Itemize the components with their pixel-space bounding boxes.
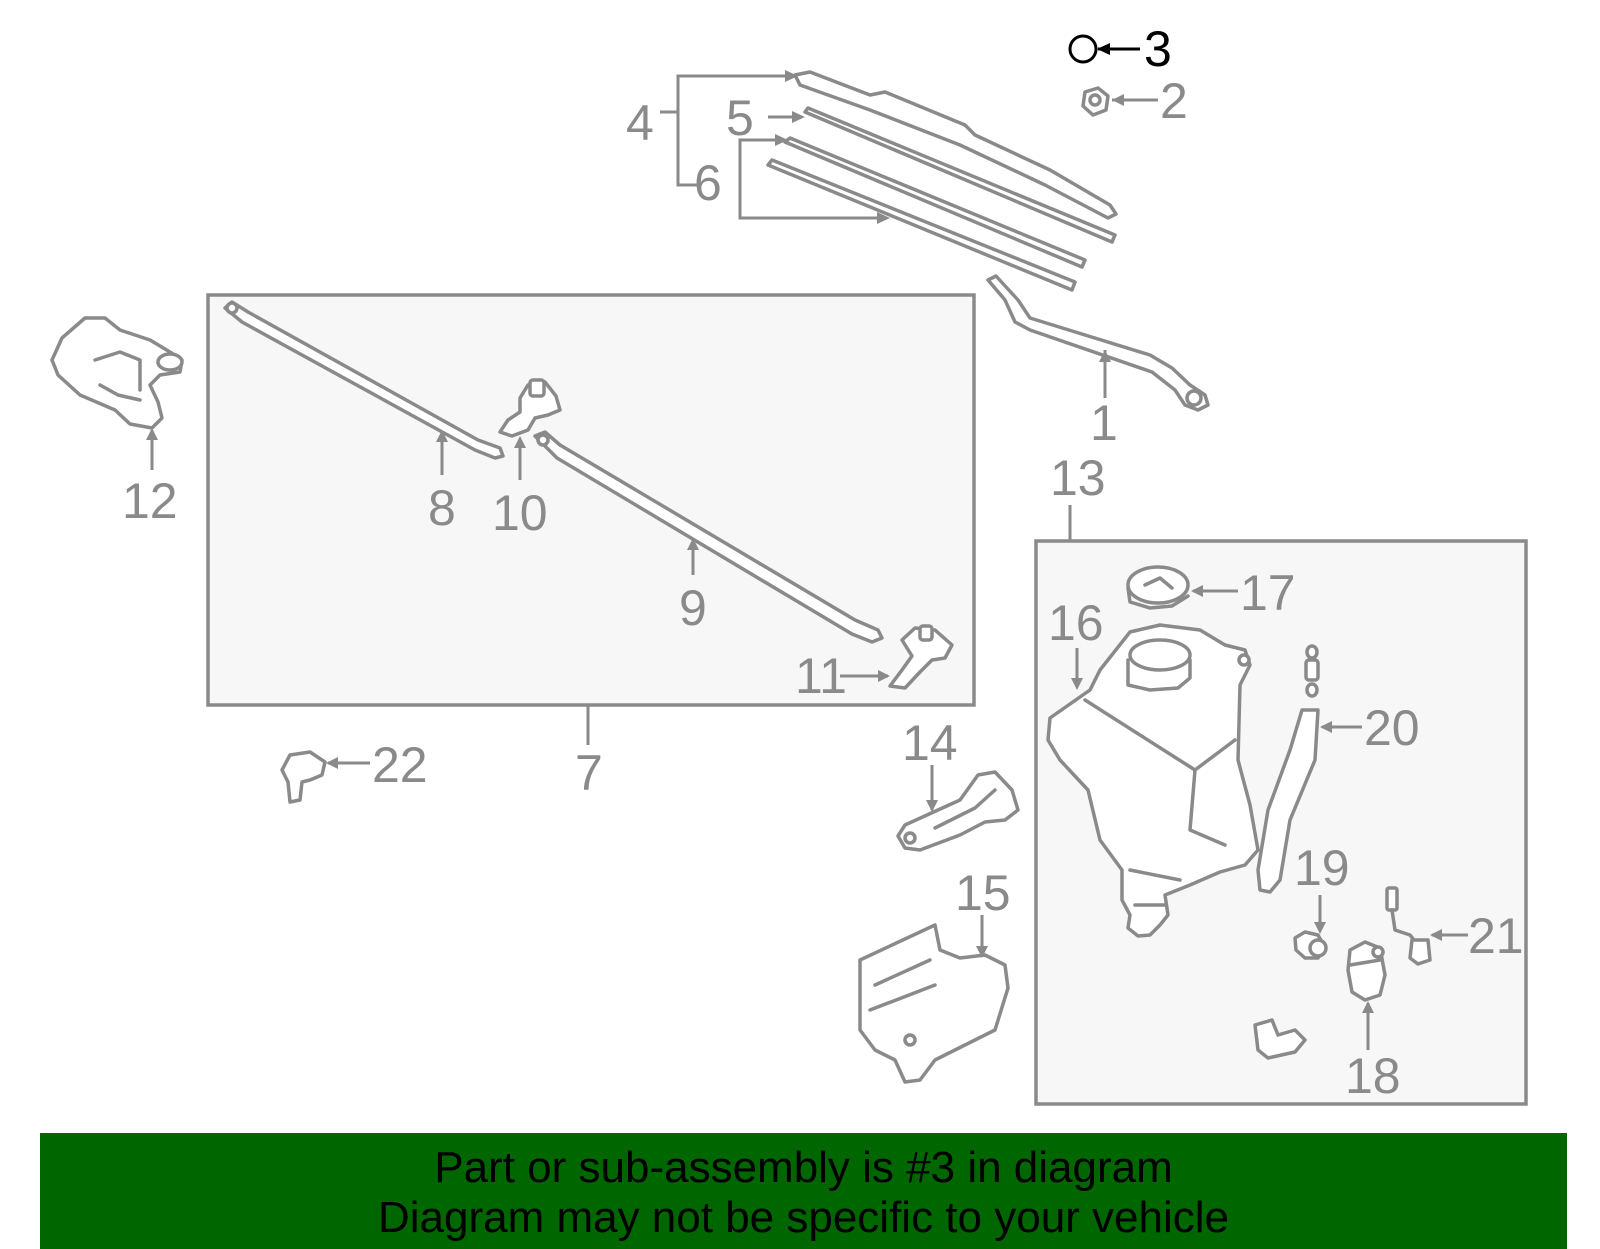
callout-10[interactable]: 10 (492, 485, 548, 541)
part-22-clip[interactable] (280, 750, 370, 804)
part-12-wiper-motor[interactable] (50, 316, 184, 470)
part-16-washer-reservoir[interactable] (1046, 623, 1260, 938)
part-20-washer-hose[interactable] (1256, 644, 1362, 894)
callout-14[interactable]: 14 (902, 715, 958, 771)
part-10-pivot[interactable] (498, 378, 562, 480)
part-14-bracket[interactable] (896, 765, 1020, 852)
part-2-nut[interactable] (1081, 86, 1158, 117)
callout-15[interactable]: 15 (955, 865, 1011, 921)
hose-elbow (1253, 1018, 1307, 1060)
part-11-pivot[interactable] (840, 624, 954, 690)
part-18-washer-pump[interactable] (1346, 940, 1387, 1050)
banner-line-2: Diagram may not be specific to your vehi… (377, 1193, 1230, 1242)
banner-line-1: Part or sub-assembly is #3 in diagram (434, 1143, 1173, 1192)
part-8-link-rod[interactable] (223, 300, 505, 475)
callout-19[interactable]: 19 (1294, 840, 1350, 896)
callout-17[interactable]: 17 (1240, 565, 1296, 621)
callout-2[interactable]: 2 (1160, 73, 1188, 129)
callout-6[interactable]: 6 (694, 155, 722, 211)
part-21-level-sensor[interactable] (1385, 886, 1468, 966)
part-3-washer-ring[interactable] (1068, 34, 1140, 64)
callout-11[interactable]: 11 (795, 648, 847, 704)
callout-7[interactable]: 7 (575, 745, 603, 801)
part-5-blade-refill[interactable] (803, 106, 1117, 244)
callout-12[interactable]: 12 (122, 473, 178, 529)
callout-16[interactable]: 16 (1048, 595, 1104, 651)
part-4-wiper-blade[interactable] (793, 70, 1118, 220)
callout-18[interactable]: 18 (1345, 1048, 1401, 1104)
part-19-grommet[interactable] (1293, 895, 1328, 960)
part-1-wiper-arm[interactable] (986, 274, 1210, 412)
part-9-link-rod[interactable] (533, 430, 884, 644)
callout-20[interactable]: 20 (1364, 700, 1420, 756)
callout-8[interactable]: 8 (428, 480, 456, 536)
info-banner: Part or sub-assembly is #3 in diagram Di… (40, 1133, 1567, 1249)
part-15-splash-guard[interactable] (858, 915, 1010, 1084)
callout-1[interactable]: 1 (1090, 395, 1118, 451)
callout-4[interactable]: 4 (626, 95, 654, 151)
part-17-filler-cap[interactable] (1126, 565, 1238, 610)
callout-21[interactable]: 21 (1468, 908, 1524, 964)
callout-22[interactable]: 22 (372, 737, 428, 793)
callout-13[interactable]: 13 (1050, 450, 1106, 506)
callout-3[interactable]: 3 (1144, 21, 1172, 77)
callout-9[interactable]: 9 (679, 580, 707, 636)
part-6-blade-inserts[interactable] (766, 136, 1087, 292)
callout-5[interactable]: 5 (726, 90, 754, 146)
